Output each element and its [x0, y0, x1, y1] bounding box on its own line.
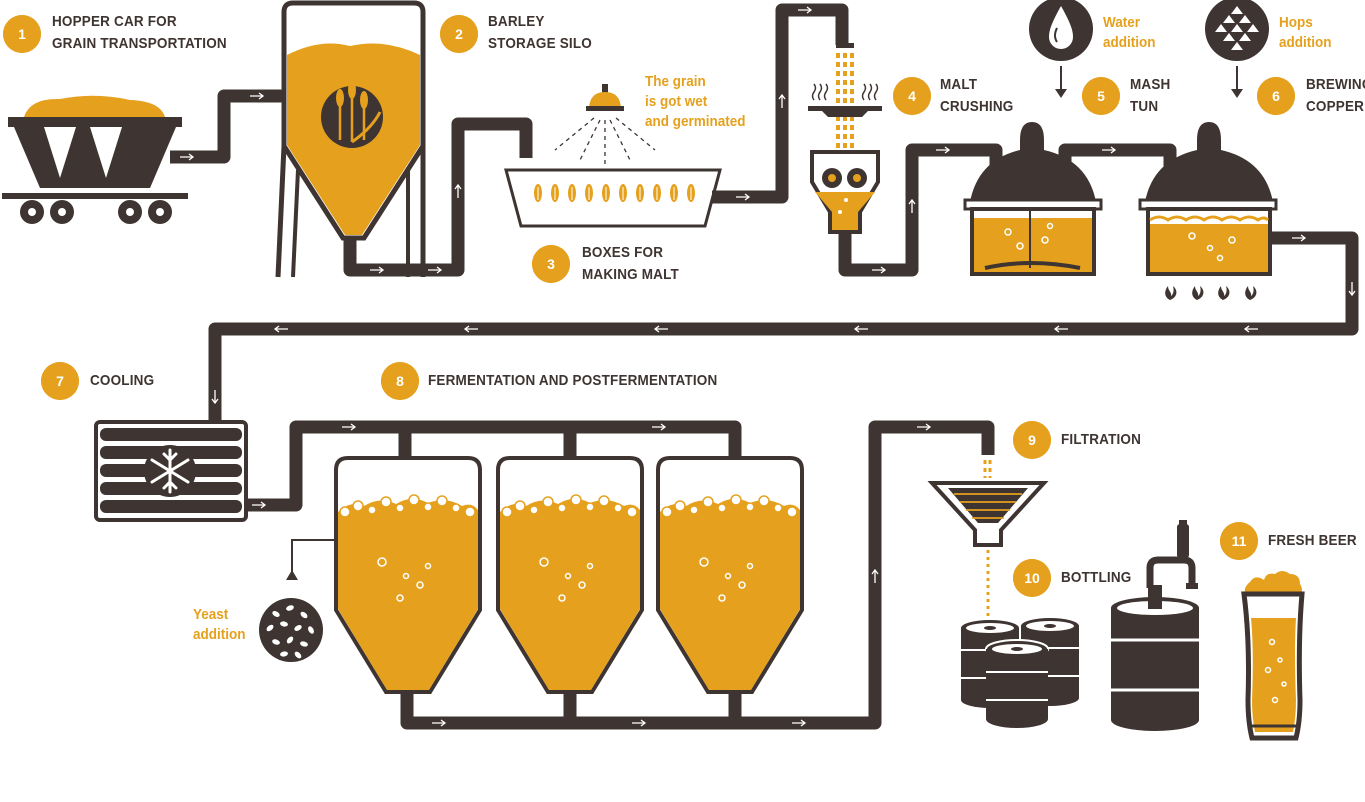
hop-cone-icon — [1205, 0, 1269, 98]
badge-8: 8 — [381, 362, 419, 400]
badge-7: 7 — [41, 362, 79, 400]
label-cooling: COOLING — [90, 370, 154, 392]
malt-box-icon — [504, 168, 722, 228]
note-germination: The grain is got wet and germinated — [645, 72, 746, 132]
note-line: addition — [1103, 34, 1156, 51]
note-line: Hops — [1279, 14, 1313, 31]
wheat-icon — [321, 81, 383, 148]
label-malt-crushing: MALT CRUSHING — [940, 74, 1013, 118]
label-line: COOLING — [90, 372, 155, 389]
label-line: MALT — [940, 76, 978, 93]
note-line: The grain — [645, 73, 706, 90]
flame-icon — [1165, 286, 1257, 300]
label-bottling: BOTTLING — [1061, 567, 1131, 589]
label-line: FERMENTATION AND POSTFERMENTATION — [428, 372, 718, 389]
silo-icon — [275, 0, 426, 278]
label-line: TUN — [1130, 98, 1159, 115]
label-line: GRAIN TRANSPORTATION — [52, 35, 227, 52]
fermenter-tank-icon — [334, 456, 804, 694]
label-line: BREWING — [1306, 76, 1365, 93]
label-line: MAKING MALT — [582, 266, 679, 283]
water-drop-icon — [1029, 0, 1093, 98]
beer-glass-icon — [1241, 571, 1305, 741]
badge-10: 10 — [1013, 559, 1051, 597]
badge-5: 5 — [1082, 77, 1120, 115]
label-line: STORAGE SILO — [488, 35, 592, 52]
pipe-copper-to-cooler — [208, 231, 1359, 435]
cooler-icon — [94, 420, 248, 522]
label-fermentation: FERMENTATION AND POSTFERMENTATION — [428, 370, 717, 392]
beer-tap-icon — [1146, 520, 1198, 609]
yeast-icon — [259, 539, 336, 662]
pipe-boxes-to-mill — [712, 3, 849, 204]
note-line: addition — [1279, 34, 1332, 51]
note-line: and germinated — [645, 113, 746, 130]
shower-icon — [554, 84, 656, 165]
label-line: COPPER — [1306, 98, 1365, 115]
label-line: BOXES FOR — [582, 244, 664, 261]
pipe-car-to-silo — [170, 89, 284, 164]
label-line: BOTTLING — [1061, 569, 1132, 586]
note-line: addition — [193, 626, 246, 643]
note-line: Yeast — [193, 606, 229, 623]
label-hopper-car: HOPPER CAR FOR GRAIN TRANSPORTATION — [52, 11, 227, 55]
note-yeast-addition: Yeast addition — [193, 605, 245, 645]
pipe-cooler-to-fermenters — [245, 420, 742, 512]
label-line: FILTRATION — [1061, 431, 1142, 448]
label-malt-boxes: BOXES FOR MAKING MALT — [582, 242, 679, 286]
snowflake-icon — [144, 445, 196, 497]
badge-6: 6 — [1257, 77, 1295, 115]
label-line: MASH — [1130, 76, 1171, 93]
badge-11: 11 — [1220, 522, 1258, 560]
hopper-car-icon — [2, 95, 188, 224]
label-mash-tun: MASH TUN — [1130, 74, 1170, 118]
label-line: BARLEY — [488, 13, 545, 30]
label-brewing-copper: BREWING COPPER — [1306, 74, 1365, 118]
pipe-network — [170, 3, 1359, 730]
mash-tun-icon — [963, 122, 1103, 276]
note-line: Water — [1103, 14, 1141, 31]
keg-icon — [961, 597, 1199, 731]
label-barley-silo: BARLEY STORAGE SILO — [488, 11, 592, 55]
label-line: HOPPER CAR FOR — [52, 13, 177, 30]
filter-funnel-icon — [927, 460, 1049, 630]
badge-3: 3 — [532, 245, 570, 283]
label-line: CRUSHING — [940, 98, 1014, 115]
note-water-addition: Water addition — [1103, 13, 1155, 53]
badge-9: 9 — [1013, 421, 1051, 459]
label-fresh-beer: FRESH BEER — [1268, 530, 1357, 552]
badge-4: 4 — [893, 77, 931, 115]
brewing-copper-icon — [1138, 122, 1278, 300]
badge-2: 2 — [440, 15, 478, 53]
note-line: is got wet — [645, 93, 708, 110]
badge-1: 1 — [3, 15, 41, 53]
note-hops-addition: Hops addition — [1279, 13, 1331, 53]
mill-icon — [808, 43, 882, 234]
label-filtration: FILTRATION — [1061, 429, 1141, 451]
label-line: FRESH BEER — [1268, 532, 1357, 549]
